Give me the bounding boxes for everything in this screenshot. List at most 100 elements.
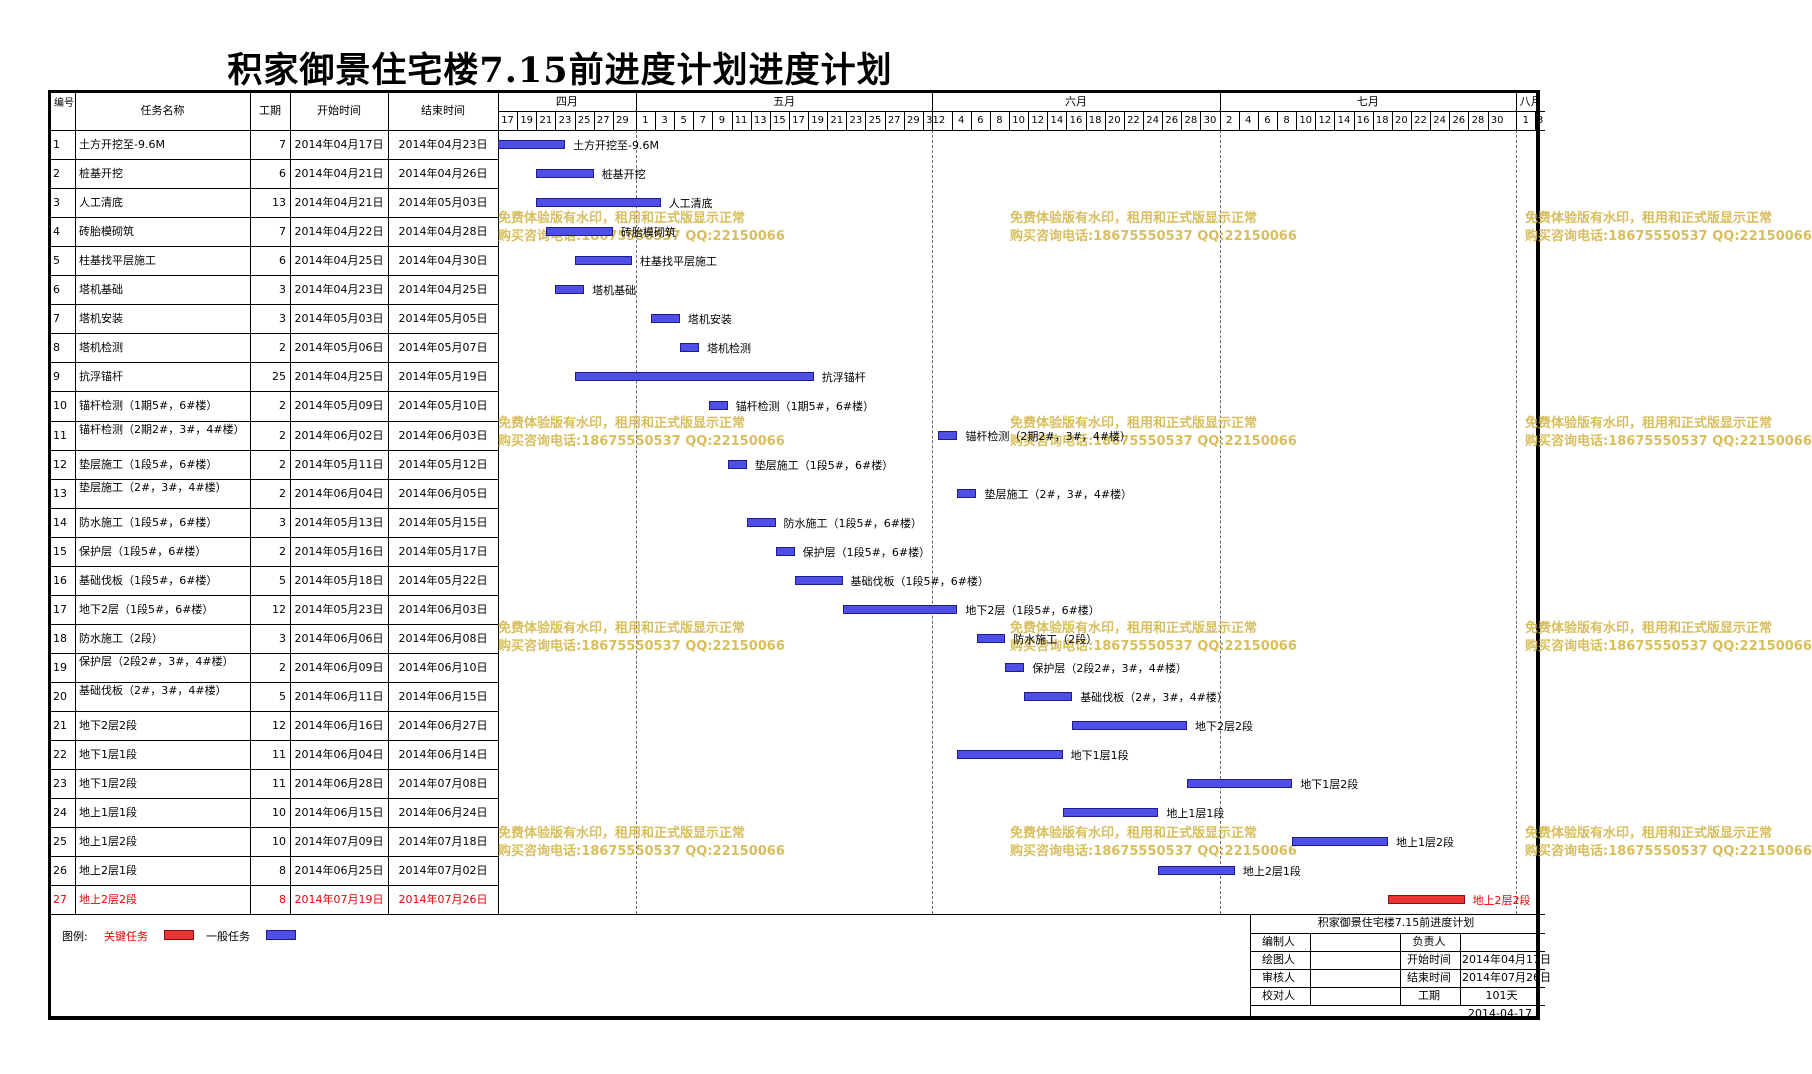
task-id: 2 (53, 167, 60, 181)
task-id: 7 (53, 312, 60, 326)
task-bar[interactable] (545, 227, 613, 237)
task-name: 地下1层2段 (79, 777, 137, 791)
task-bar[interactable] (794, 575, 843, 585)
legend-critical-label: 关键任务 (104, 930, 148, 944)
day-tick (769, 111, 771, 130)
task-dur: 3 (279, 631, 286, 645)
task-bar[interactable] (1072, 721, 1188, 730)
task-dur: 13 (272, 196, 286, 210)
row-line (48, 449, 498, 451)
task-bar[interactable] (1158, 866, 1235, 876)
task-bar[interactable] (574, 372, 814, 382)
task-end: 2014年05月05日 (398, 312, 488, 326)
task-bar[interactable] (1062, 808, 1159, 818)
day-label: 4 (1245, 115, 1252, 126)
row-line (48, 885, 498, 887)
row-line (48, 275, 498, 277)
day-label: 19 (520, 115, 534, 126)
day-tick (1391, 111, 1393, 130)
day-tick (731, 111, 733, 130)
task-bar[interactable] (727, 459, 747, 469)
watermark: 免费体验版有水印，租用和正式版显示正常购买咨询电话:18675550537 QQ… (1525, 415, 1812, 451)
task-bar[interactable] (498, 140, 565, 149)
watermark: 免费体验版有水印，租用和正式版显示正常购买咨询电话:18675550537 QQ… (498, 620, 785, 656)
day-tick (922, 111, 924, 130)
watermark-line1: 免费体验版有水印，租用和正式版显示正常 (498, 621, 746, 636)
task-end: 2014年04月23日 (398, 138, 488, 151)
task-start: 2014年06月04日 (294, 748, 384, 762)
watermark-line1: 免费体验版有水印，租用和正式版显示正常 (498, 211, 746, 226)
month-row-line (498, 111, 1545, 112)
task-bar-label: 锚杆检测（1期5#，6#楼） (735, 400, 875, 414)
task-name: 地下2层（1段5#，6#楼） (79, 602, 214, 616)
task-end: 2014年06月03日 (398, 428, 488, 442)
info-left-line (1250, 914, 1251, 1020)
day-tick (884, 111, 886, 130)
task-start: 2014年04月21日 (294, 196, 384, 210)
day-tick (593, 111, 595, 130)
task-bar[interactable] (1187, 779, 1293, 789)
info-owner_label: 负责人 (1412, 934, 1446, 948)
day-label: 29 (906, 115, 920, 126)
task-name: 塔机检测 (79, 341, 123, 355)
task-bar[interactable] (1388, 895, 1465, 905)
task-bar[interactable] (536, 198, 661, 208)
task-bar[interactable] (1024, 691, 1073, 701)
task-bar[interactable] (957, 488, 977, 498)
task-name: 保护层（2段2#，3#，4#楼） (79, 654, 234, 668)
row-line (48, 856, 498, 858)
row-line (48, 536, 498, 538)
day-tick (932, 111, 934, 130)
task-bar[interactable] (957, 750, 1063, 760)
day-label: 16 (1356, 115, 1370, 126)
info-line (1250, 987, 1545, 989)
watermark-line1: 免费体验版有水印，租用和正式版显示正常 (1525, 416, 1773, 431)
task-id: 25 (53, 835, 67, 849)
task-bar[interactable] (651, 314, 680, 324)
gantt-frame (48, 90, 1540, 1020)
task-bar-label: 锚杆检测（2期2#，3#，4#楼） (965, 429, 1132, 443)
task-bar[interactable] (842, 604, 958, 614)
task-bar[interactable] (555, 285, 585, 295)
month-label: 七月 (1356, 95, 1379, 108)
task-name: 桩基开挖 (79, 167, 123, 181)
watermark: 免费体验版有水印，租用和正式版显示正常购买咨询电话:18675550537 QQ… (1010, 415, 1297, 451)
day-label: 28 (1184, 115, 1198, 126)
day-tick (1104, 111, 1106, 130)
task-end: 2014年07月08日 (398, 777, 488, 791)
task-name: 锚杆检测（1期5#，6#楼） (79, 399, 218, 413)
month-label: 八月 (1519, 95, 1542, 108)
task-bar[interactable] (536, 169, 594, 179)
day-tick (989, 111, 991, 130)
task-bar[interactable] (746, 517, 776, 527)
task-bar[interactable] (775, 546, 795, 556)
task-bar[interactable] (679, 343, 699, 353)
task-bar-label: 抗浮锚杆 (821, 371, 866, 385)
day-label: 2 (938, 115, 946, 126)
task-bar-label: 垫层施工（1段5#，6#楼） (754, 458, 894, 472)
task-start: 2014年06月25日 (294, 864, 384, 878)
task-bar[interactable] (1292, 837, 1388, 847)
task-name: 防水施工（1段5#，6#楼） (79, 515, 218, 529)
day-label: 8 (996, 115, 1003, 126)
watermark-line1: 免费体验版有水印，租用和正式版显示正常 (498, 416, 746, 431)
task-bar[interactable] (938, 430, 958, 440)
task-bar-label: 保护层（1段5#，6#楼） (802, 545, 931, 559)
task-name: 地下2层2段 (79, 719, 137, 732)
task-name: 砖胎模砌筑 (79, 225, 134, 239)
task-id: 22 (53, 748, 67, 762)
task-dur: 2 (279, 341, 286, 355)
task-id: 10 (53, 399, 67, 413)
task-name: 地上2层2段 (79, 893, 137, 907)
task-id: 5 (53, 254, 60, 268)
task-id: 13 (53, 486, 67, 500)
task-bar[interactable] (1005, 662, 1025, 672)
day-tick (674, 111, 676, 130)
task-bar[interactable] (708, 401, 728, 411)
task-bar[interactable] (976, 633, 1006, 643)
task-end: 2014年05月17日 (398, 544, 488, 558)
task-bar[interactable] (574, 256, 632, 266)
watermark: 免费体验版有水印，租用和正式版显示正常购买咨询电话:18675550537 QQ… (498, 825, 785, 861)
day-label: 18 (1375, 115, 1389, 126)
task-dur: 5 (279, 573, 286, 587)
